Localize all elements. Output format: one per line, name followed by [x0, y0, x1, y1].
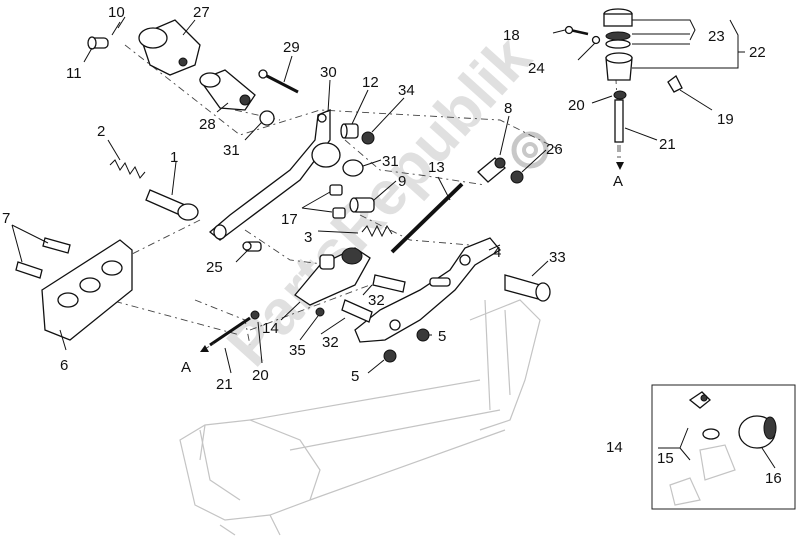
callout-28: 28 [199, 116, 216, 133]
part-9-bush [349, 197, 375, 213]
leader-lines [11, 16, 745, 374]
ghost-frame [179, 299, 541, 536]
part-29-bolt [258, 69, 299, 94]
part-5-nut-a [416, 328, 430, 342]
callout-22: 22 [749, 44, 766, 61]
part-31-circlip-b [342, 159, 364, 177]
part-30-pedal-lever [208, 109, 341, 241]
gear-watermark-icon [511, 131, 549, 169]
callout-32a: 32 [368, 292, 385, 309]
callout-31b: 31 [382, 153, 399, 170]
arrow-a-down [616, 145, 624, 170]
part-18-screw [564, 25, 589, 36]
part-34-washer [361, 131, 375, 145]
parts [15, 8, 683, 363]
part-1-rod [145, 189, 199, 221]
callout-20a: 20 [252, 367, 269, 384]
part-19-clip [667, 75, 683, 93]
callout-26: 26 [546, 141, 563, 158]
part-35-washer [315, 307, 325, 317]
callout-11: 11 [66, 65, 82, 82]
callout-17: 17 [281, 211, 298, 228]
inset-callout-16: 16 [765, 470, 782, 487]
callout-27: 27 [193, 4, 210, 21]
callout-35: 35 [289, 342, 306, 359]
part-6-heel-guard [41, 239, 133, 341]
callout-9: 9 [398, 173, 406, 190]
callout-1: 1 [170, 149, 178, 166]
callout-32b: 32 [322, 334, 339, 351]
inset-part-16-cap [738, 415, 777, 449]
part-2-spring [109, 159, 146, 179]
callout-13: 13 [428, 159, 445, 176]
part-7-bolts [15, 237, 71, 279]
callout-2: 2 [97, 123, 105, 140]
part-8-bush [477, 157, 506, 183]
part-21-hose-b [614, 99, 624, 143]
callout-5a: 5 [438, 328, 446, 345]
callout-19: 19 [717, 111, 734, 128]
part-20-clamp [250, 310, 260, 320]
part-33-spacer [504, 274, 551, 302]
callout-21b: 21 [659, 136, 676, 153]
part-22-reservoir [603, 8, 633, 81]
part-11-pin [87, 36, 109, 50]
callout-29: 29 [283, 39, 300, 56]
inset-callout-14: 14 [606, 439, 623, 456]
callout-4: 4 [493, 244, 501, 261]
callout-20b: 20 [568, 97, 585, 114]
part-4-bracket [354, 237, 501, 343]
callout-7: 7 [2, 210, 10, 227]
part-5-nut-b [383, 349, 397, 363]
callout-21a: 21 [216, 376, 233, 393]
callout-23: 23 [708, 28, 725, 45]
part-12-bush [340, 123, 359, 139]
inset-box: 14 15 16 [606, 384, 796, 510]
part-24-washer [591, 35, 601, 45]
part-21-hose [209, 316, 251, 347]
arrow-label-a-left: A [181, 359, 191, 376]
arrow-label-a-right: A [613, 173, 623, 190]
callout-14: 14 [262, 320, 279, 337]
callout-6: 6 [60, 357, 68, 374]
part-28-clevis [198, 69, 256, 111]
part-31-circlip [259, 110, 275, 126]
part-32-bolts [341, 274, 406, 323]
part-25-bolt [242, 241, 262, 252]
callout-12: 12 [362, 74, 379, 91]
callout-25: 25 [206, 259, 223, 276]
inset-callout-15: 15 [657, 450, 674, 467]
callout-10: 10 [108, 4, 125, 21]
callout-33: 33 [549, 249, 566, 266]
callout-34: 34 [398, 82, 415, 99]
part-14-master-cylinder [294, 247, 371, 306]
part-17-nipple [329, 184, 346, 219]
callouts: 10 27 11 29 30 12 34 28 31 2 1 31 9 13 8… [2, 4, 766, 393]
callout-24: 24 [528, 60, 545, 77]
callout-8: 8 [504, 100, 512, 117]
inset-ghost-cylinder [669, 444, 736, 506]
part-26-nut [510, 170, 524, 184]
callout-30: 30 [320, 64, 337, 81]
part-3-spring [361, 224, 393, 238]
callout-31a: 31 [223, 142, 240, 159]
inset-part-15 [688, 391, 720, 440]
part-10-pin [111, 21, 121, 36]
part-13-rod [390, 182, 464, 254]
arrow-a-left [200, 342, 216, 352]
part-27-rod-end [138, 19, 201, 76]
callout-3: 3 [304, 229, 312, 246]
callout-18: 18 [503, 27, 520, 44]
callout-5b: 5 [351, 368, 359, 385]
part-20-clamp-b [613, 90, 627, 100]
